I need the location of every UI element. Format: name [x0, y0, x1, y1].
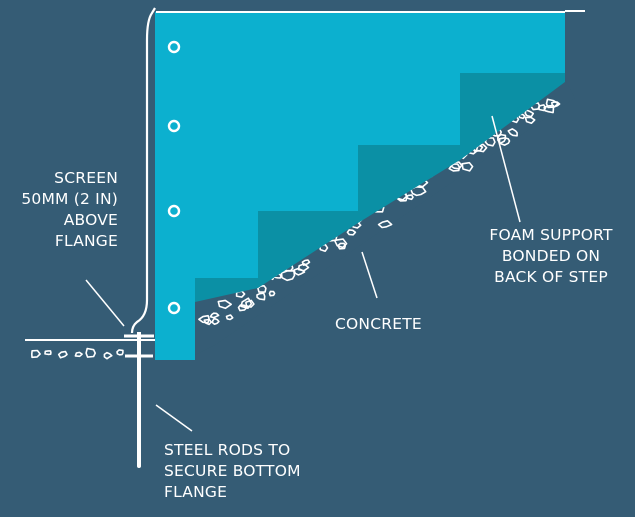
aggregate-pebble [57, 350, 68, 359]
steel-rods-label: STEEL RODS TO SECURE BOTTOM FLANGE [164, 441, 301, 501]
foam-support-3 [358, 145, 460, 223]
screw-hole-3 [167, 204, 181, 218]
aggregate-pebble [240, 297, 253, 310]
screw-hole-1 [167, 40, 181, 54]
screw-hole-2 [167, 119, 181, 133]
aggregate-pebble [225, 314, 234, 321]
aggregate-pebble [448, 163, 461, 172]
screen-label: SCREEN 50MM (2 IN) ABOVE FLANGE [21, 169, 118, 250]
foam-support-1 [195, 278, 258, 302]
aggregate-pebble [257, 284, 267, 293]
concrete-leader [361, 251, 378, 299]
aggregate-pebble [217, 299, 232, 310]
aggregate-pebble [198, 314, 210, 324]
foam-support-2 [258, 211, 358, 288]
aggregate-pebble [245, 299, 255, 308]
aggregate-pebble [475, 143, 488, 153]
aggregate-pebble [498, 137, 511, 146]
aggregate-pebble [550, 101, 561, 108]
aggregate-pebble [30, 349, 41, 359]
aggregate-pebble [293, 267, 306, 276]
concrete-label: CONCRETE [335, 315, 422, 333]
aggregate-pebble [209, 312, 220, 319]
aggregate-pebble [237, 304, 248, 312]
screw-hole-4 [167, 301, 181, 315]
aggregate-pebble [518, 113, 526, 120]
aggregate-pebble [409, 186, 427, 197]
screen-leader [85, 279, 125, 327]
aggregate-pebble [235, 290, 246, 298]
aggregate-pebble [319, 243, 329, 252]
aggregate-pebble [103, 351, 113, 360]
aggregate-pebble [74, 351, 83, 358]
aggregate-pebble [484, 137, 496, 147]
step-flange [155, 12, 195, 360]
aggregate-pebble [507, 128, 518, 137]
foam-support-label: FOAM SUPPORT BONDED ON BACK OF STEP [489, 226, 613, 286]
aggregate-pebble [333, 238, 348, 249]
aggregate-pebble [538, 104, 547, 112]
pool-wall [130, 7, 156, 334]
aggregate-pebble [85, 347, 96, 358]
aggregate-pebble [524, 116, 536, 124]
foam-support-4 [460, 73, 565, 160]
floor-aggregate [30, 347, 124, 360]
aggregate-pebble [461, 161, 474, 172]
aggregate-pebble [280, 269, 296, 282]
aggregate-pebble [346, 229, 357, 236]
aggregate-pebble [337, 242, 347, 250]
aggregate-pebble [301, 259, 311, 267]
foam-leader [491, 115, 521, 223]
aggregate-pebble [524, 109, 535, 118]
aggregate-pebble [256, 292, 266, 301]
aggregate-pebble [377, 220, 393, 229]
aggregate-pebble [44, 350, 52, 356]
aggregate-pebble [268, 290, 276, 297]
aggregate-pebble [405, 194, 414, 201]
aggregate-pebble [116, 349, 124, 356]
rods-leader [155, 404, 193, 432]
aggregate-pebble [211, 317, 220, 326]
